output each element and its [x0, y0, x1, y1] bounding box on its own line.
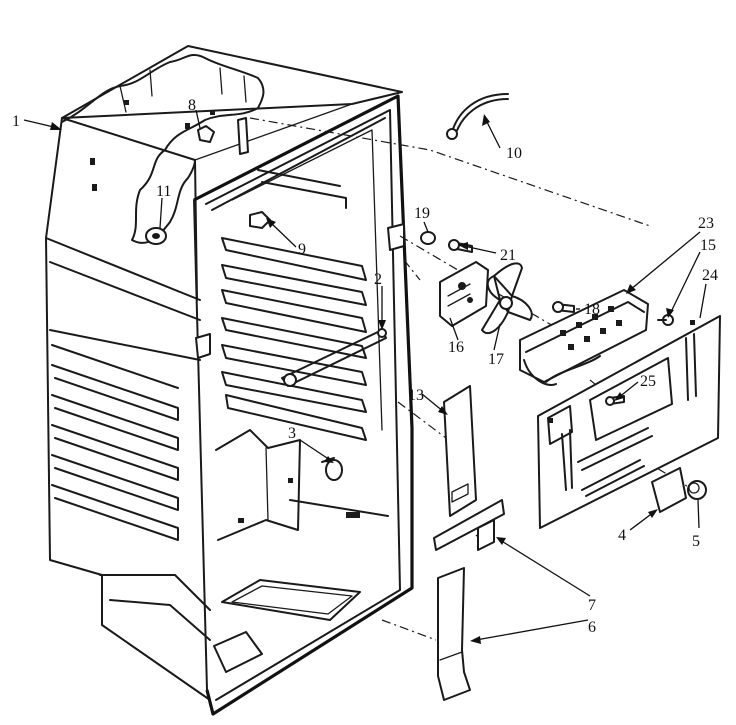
callout-label-24: 24	[702, 267, 718, 284]
callout-label-16: 16	[448, 339, 464, 356]
callout-label-13: 13	[408, 387, 424, 404]
callout-label-3: 3	[288, 425, 296, 442]
refrigerator-cabinet	[45, 45, 403, 701]
callout-label-7: 7	[588, 597, 596, 614]
callout-label-2: 2	[374, 271, 382, 288]
callout-label-17: 17	[488, 351, 504, 368]
callout-label-10: 10	[506, 145, 522, 162]
evaporator-fan-motor	[420, 231, 575, 335]
part-10-wire	[446, 93, 509, 140]
callout-label-25: 25	[640, 373, 656, 390]
callout-labels: 1 2 3 4 5 6 7 8 9 10 11 13 15 16 17 18 1…	[12, 97, 718, 636]
callout-label-21: 21	[500, 247, 516, 264]
air-duct-cover	[443, 385, 477, 517]
lower-duct	[437, 567, 471, 701]
callout-label-15: 15	[700, 237, 716, 254]
rear-panel	[537, 315, 721, 529]
cabinet-front-flange	[193, 94, 414, 716]
shelf-rails	[195, 169, 405, 673]
callout-label-1: 1	[12, 113, 20, 130]
callout-label-6: 6	[588, 619, 596, 636]
callout-label-8: 8	[188, 97, 196, 114]
callout-label-4: 4	[618, 527, 626, 544]
callout-label-19: 19	[414, 205, 430, 222]
callout-label-5: 5	[692, 533, 700, 550]
callout-label-11: 11	[156, 183, 171, 200]
callout-label-23: 23	[698, 215, 714, 232]
callout-label-9: 9	[298, 241, 306, 258]
part-4-plate-and-knob	[651, 467, 707, 513]
callout-leaders	[23, 109, 707, 644]
callout-label-18: 18	[584, 301, 600, 318]
baffle	[433, 499, 505, 551]
